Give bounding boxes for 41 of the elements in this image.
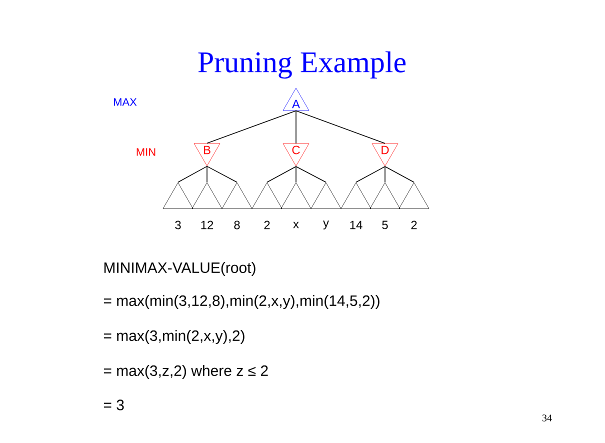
subtree-triangle — [162, 182, 194, 209]
min-node-triangle: D — [372, 143, 398, 166]
level-label: MAX — [114, 98, 137, 106]
equation-line: MINIMAX-VALUE(root) — [104, 262, 256, 276]
tree-edge — [206, 166, 238, 183]
tree-edge — [206, 166, 208, 183]
tree-edge — [356, 166, 386, 183]
leaf-value: 8 — [234, 220, 240, 230]
subtree-triangle — [252, 182, 282, 209]
subtree-triangle — [370, 182, 400, 209]
min-node-triangle: C — [282, 143, 310, 166]
equation-line: = max(min(3,12,8),min(2,x,y),min(14,5,2)) — [104, 295, 380, 309]
leaf-value: 14 — [350, 220, 362, 230]
tree-edge — [178, 166, 208, 183]
leaf-value: 2 — [264, 220, 270, 230]
subtree-triangle — [398, 182, 430, 209]
title: Pruning Example — [198, 51, 406, 79]
equation-line: = 3 — [104, 400, 124, 410]
tree-edge — [296, 166, 326, 183]
tree-edge — [266, 166, 296, 183]
subtree-triangle — [310, 182, 342, 209]
level-label: MIN — [136, 148, 156, 156]
leaf-value: 3 — [175, 220, 181, 230]
subtree-triangle — [222, 182, 252, 209]
leaf-value: 12 — [201, 220, 214, 230]
tree-edge — [296, 110, 386, 144]
subtree-triangle — [340, 182, 372, 209]
equation-line: = max(3,z,2) where z ≤ 2 — [104, 365, 268, 379]
subtree-triangle — [280, 182, 312, 209]
tree-edge — [384, 166, 386, 183]
subtree-triangle — [192, 182, 222, 209]
min-node-triangle: B — [194, 143, 220, 166]
leaf-value: 2 — [411, 220, 417, 230]
leaf-value: y — [323, 220, 329, 230]
leaf-value: 5 — [382, 220, 388, 230]
page-number: 34 — [542, 414, 552, 422]
leaf-value: x — [293, 222, 299, 228]
max-node-triangle: A — [282, 88, 310, 111]
equation-line: = max(3,min(2,x,y),2) — [104, 330, 244, 344]
tree-edge — [206, 110, 296, 144]
tree-edge — [384, 166, 414, 183]
